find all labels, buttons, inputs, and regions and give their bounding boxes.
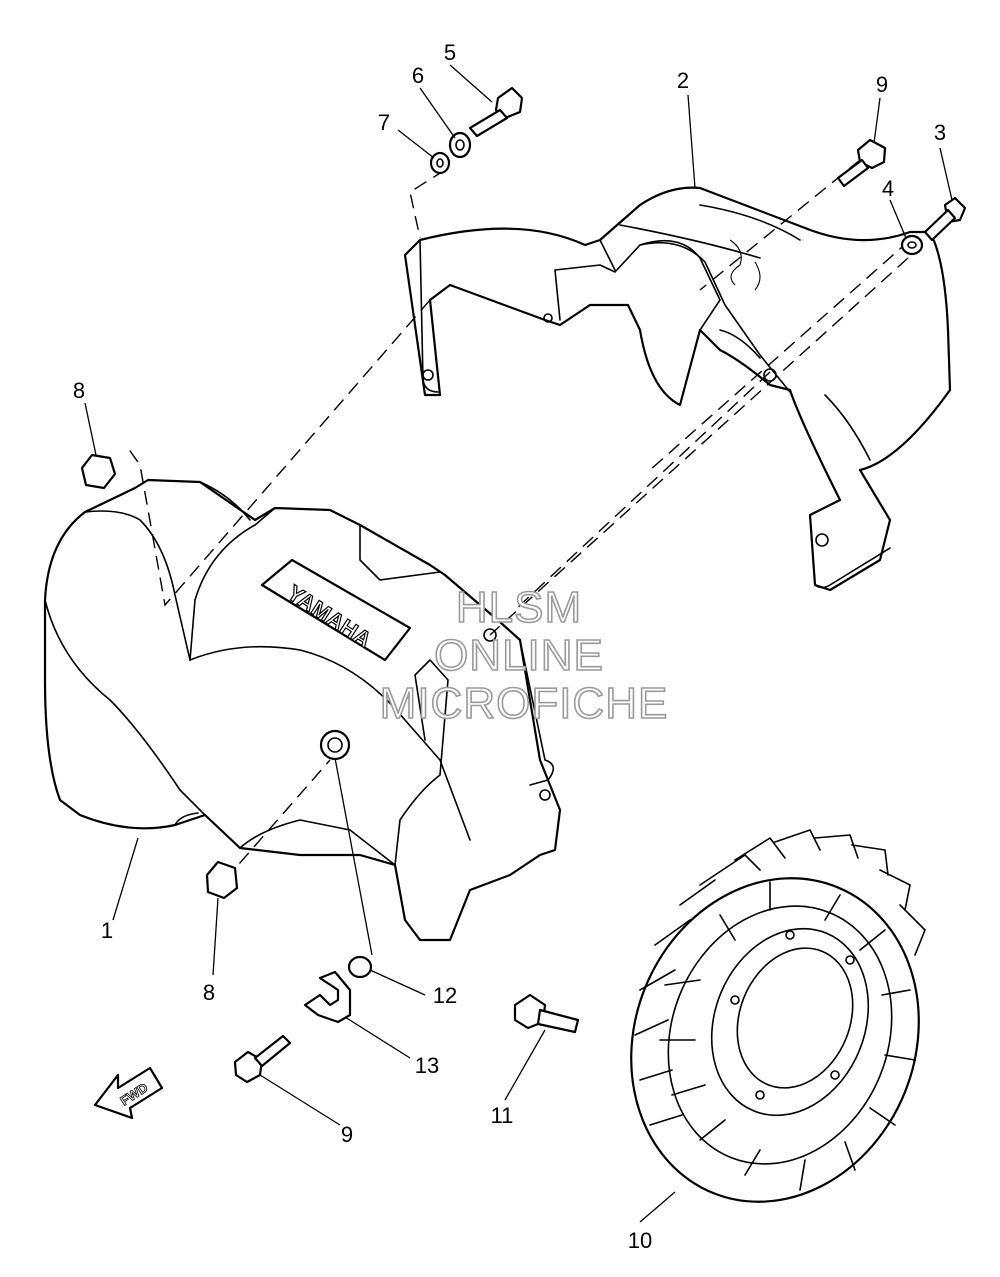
washer-part-7 (429, 151, 451, 175)
callout-2: 2 (677, 68, 689, 93)
callout-9-top: 9 (876, 72, 888, 97)
callout-9-bottom: 9 (341, 1122, 353, 1147)
bolt-part-3 (923, 196, 967, 242)
bolt-part-11 (513, 993, 580, 1034)
callout-12: 12 (433, 983, 457, 1008)
collar-part-12 (347, 955, 373, 979)
bolt-part-9-bottom (233, 1034, 292, 1084)
nut-part-8-top (80, 453, 117, 490)
callout-7: 7 (378, 110, 390, 135)
bolt-part-9-top (836, 138, 887, 188)
callout-4: 4 (882, 176, 894, 201)
nut-part-8-bottom (205, 860, 239, 900)
watermark-line-1: HLSM (456, 583, 582, 632)
watermark: HLSM ONLINE MICROFICHE (379, 582, 669, 729)
callout-10: 10 (628, 1228, 652, 1253)
forward-direction-arrow: FWD (93, 1066, 164, 1120)
washer-part-4 (900, 234, 924, 256)
watermark-line-2: ONLINE (434, 631, 604, 680)
callout-11: 11 (491, 1103, 514, 1128)
watermark-line-3: MICROFICHE (380, 679, 669, 728)
callout-13: 13 (415, 1053, 439, 1078)
lower-shroud-part-1: YAMAHA (43, 478, 562, 942)
leader-lines (84, 64, 953, 1223)
washer-part-6 (448, 131, 472, 159)
assembly-lines (127, 159, 911, 881)
bolt-part-5 (468, 86, 524, 138)
callout-8-top: 8 (73, 378, 85, 403)
callout-labels: 1 2 3 4 5 6 7 8 8 9 9 10 11 12 13 (73, 40, 946, 1253)
callout-6: 6 (412, 63, 424, 88)
callout-1: 1 (101, 918, 113, 943)
upper-shroud-part-2 (403, 186, 952, 592)
callout-8-bottom: 8 (203, 980, 215, 1005)
clip-part-13 (303, 970, 352, 1024)
cooling-fan-part-10 (630, 829, 926, 1203)
callout-5: 5 (444, 40, 456, 65)
callout-3: 3 (934, 120, 946, 145)
